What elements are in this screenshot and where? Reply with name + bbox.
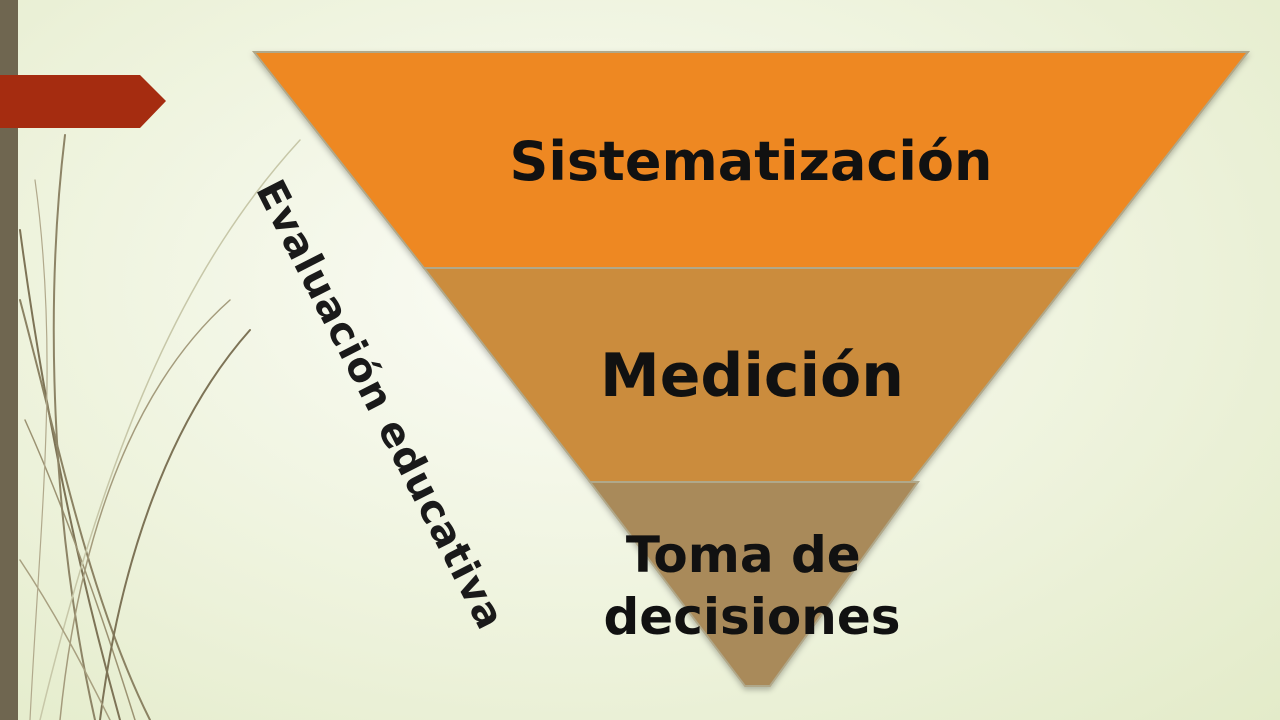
level-label-medicion: Medición (600, 341, 904, 411)
left-accent-bar (0, 0, 18, 720)
level-label-sistematizacion: Sistematización (510, 130, 993, 193)
accent-arrow-tab (0, 75, 166, 128)
decorative-curves (19, 134, 301, 720)
pyramid-level-toma-de-decisiones (587, 481, 920, 687)
level-label-toma-de-decisiones: Toma de decisiones (604, 526, 901, 646)
level-label-line-2: decisiones (604, 588, 901, 646)
level-label-line-1: Toma de (626, 526, 861, 584)
inverted-pyramid (251, 51, 1251, 687)
